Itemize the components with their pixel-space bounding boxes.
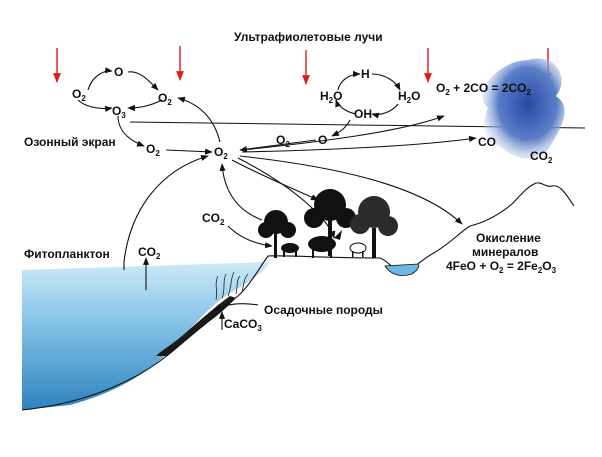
animals <box>281 230 367 258</box>
label-o2-main: O2 <box>214 145 228 161</box>
ocean <box>22 262 270 410</box>
label-sediments: Осадочные породы <box>264 303 383 317</box>
label-ozone-layer: Озонный экран <box>24 135 116 149</box>
label-co2-water: CO2 <box>138 245 161 261</box>
label-o2-upper: O2 <box>158 91 172 107</box>
title-uv-rays: Ультрафиолетовые лучи <box>234 30 383 44</box>
label-co2-land: CO2 <box>202 211 225 227</box>
label-h: H <box>361 67 370 81</box>
label-oh: OH <box>354 107 372 121</box>
chem-labels: O O2 O2 O3 O2 O2 H H2O H2O OH O2 O O2 + … <box>72 65 557 333</box>
trees <box>258 189 398 258</box>
flow-arrows <box>77 67 477 330</box>
label-co2-cloud: CO2 <box>530 149 553 165</box>
label-phytoplankton: Фитопланктон <box>24 247 110 261</box>
label-o-top: O <box>114 65 123 79</box>
label-co-cloud: CO <box>478 135 496 149</box>
label-mineral-oxidation-2: минералов <box>472 245 538 259</box>
sediment-band <box>156 296 236 356</box>
label-co-equation: O2 + 2CO = 2CO2 <box>436 81 532 97</box>
label-caco3: CaCO3 <box>224 317 262 333</box>
label-fe-equation: 4FeO + O2 = 2Fe2O3 <box>446 259 557 275</box>
label-o-mid: O <box>318 133 327 147</box>
label-mineral-oxidation-1: Окисление <box>476 231 541 245</box>
label-h2o-left: H2O <box>320 89 342 105</box>
cloud-shape <box>482 58 565 159</box>
uv-arrows <box>53 46 552 85</box>
label-o3: O3 <box>112 104 126 120</box>
label-o2-left-top: O2 <box>72 87 86 103</box>
label-o2-ozone: O2 <box>146 142 160 158</box>
seaweed <box>215 271 249 301</box>
label-h2o-right: H2O <box>398 89 420 105</box>
label-o2-mid: O2 <box>276 133 290 149</box>
lake <box>384 263 420 276</box>
